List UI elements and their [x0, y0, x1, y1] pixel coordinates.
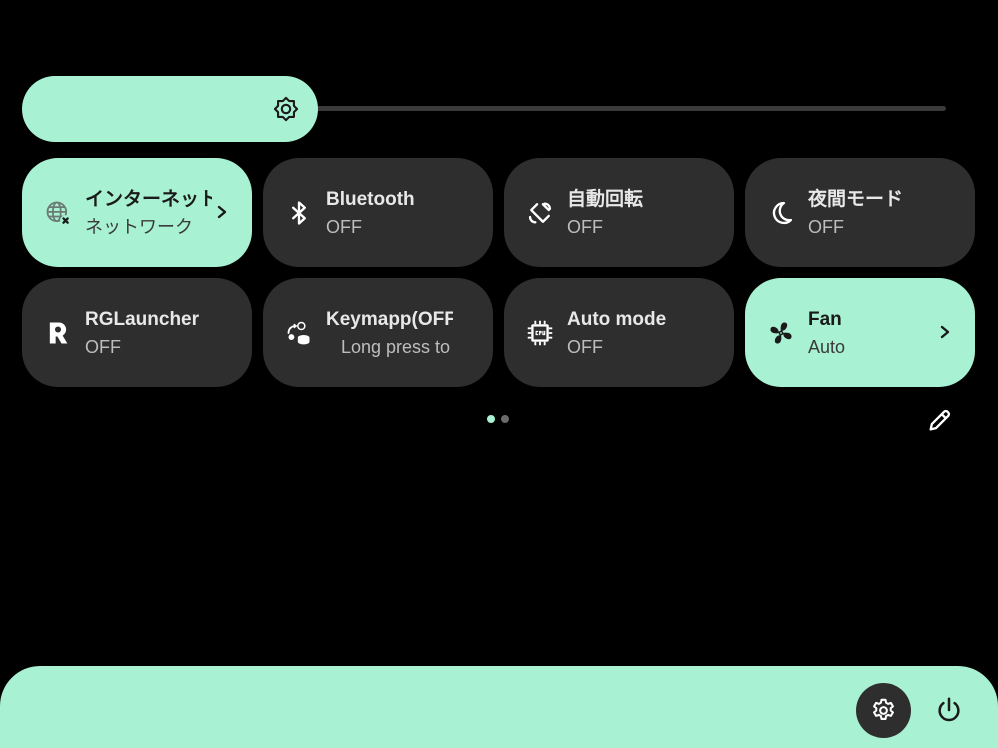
power-icon[interactable] [934, 695, 964, 725]
tile-label: Fan [808, 309, 842, 330]
tile-auto-rotate[interactable]: 自動回転 OFF [504, 158, 734, 267]
moon-icon [772, 201, 793, 225]
globe-x-icon [46, 201, 71, 226]
tile-bluetooth[interactable]: Bluetooth OFF [263, 158, 493, 267]
tile-status: OFF [567, 217, 603, 237]
cpu-icon [527, 320, 553, 346]
tile-rglauncher[interactable]: RGLauncher OFF [22, 278, 252, 387]
quick-settings-grid: インターネット ネットワーク Bluetooth OFF 自動回転 OFF 夜間… [22, 158, 975, 387]
gear-icon [873, 698, 894, 720]
page-indicator [487, 415, 511, 425]
keymapp-icon [287, 321, 310, 345]
tile-status: OFF [85, 337, 121, 357]
edit-pencil-icon[interactable] [926, 406, 954, 434]
tile-label: Auto mode [567, 309, 667, 330]
tile-night-mode[interactable]: 夜間モード OFF [745, 158, 975, 267]
tile-label: RGLauncher [85, 309, 200, 330]
tile-label: Keymapp(OFF) [326, 309, 453, 330]
tile-auto-mode[interactable]: Auto mode OFF [504, 278, 734, 387]
brightness-icon [273, 96, 299, 122]
page-dot-active [487, 415, 495, 423]
rglauncher-icon [49, 322, 68, 344]
brightness-fill[interactable] [22, 76, 318, 142]
tile-label: 自動回転 [567, 189, 644, 210]
chevron-right-icon [217, 205, 227, 219]
chevron-right-icon [940, 325, 950, 339]
tile-keymapp[interactable]: Keymapp(OFF) Long press to [263, 278, 493, 387]
auto-rotate-icon [528, 202, 552, 224]
tile-label: 夜間モード [808, 189, 904, 210]
fan-icon [770, 322, 792, 344]
tile-label: Bluetooth [326, 189, 415, 210]
footer-bar [0, 666, 998, 748]
tile-status: ネットワーク [85, 217, 193, 237]
brightness-track[interactable] [22, 106, 946, 111]
tile-status: Auto [808, 337, 846, 357]
settings-button[interactable] [856, 683, 911, 738]
page-dot [501, 415, 509, 423]
bluetooth-icon [292, 201, 306, 225]
tile-internet[interactable]: インターネット ネットワーク [22, 158, 252, 267]
tile-fan[interactable]: Fan Auto [745, 278, 975, 387]
tile-status: Long press to [341, 337, 451, 357]
tile-status: OFF [567, 337, 603, 357]
tile-status: OFF [808, 217, 844, 237]
tile-label: インターネット [85, 189, 212, 210]
brightness-slider[interactable] [22, 76, 946, 142]
tile-status: OFF [326, 217, 362, 237]
